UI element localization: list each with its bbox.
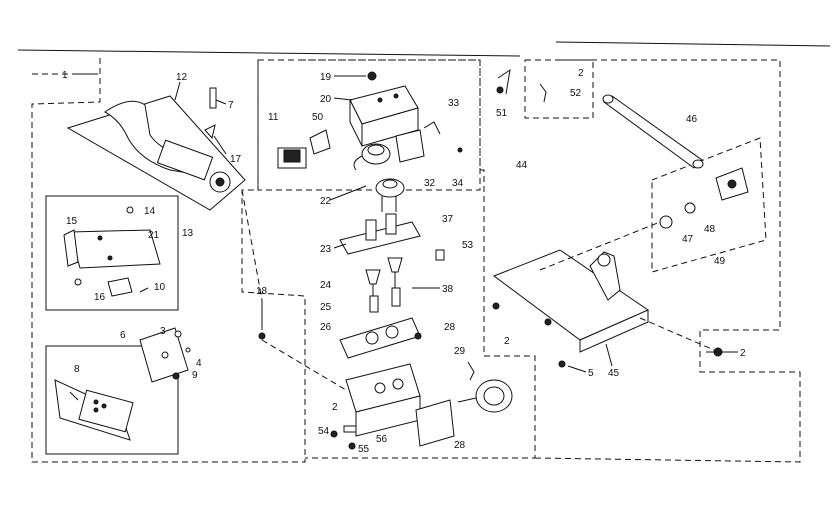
leader-17-18 bbox=[241, 189, 263, 301]
callout-labels: 1 12 7 17 13 14 15 21 16 10 18 6 3 4 9 8… bbox=[62, 68, 746, 455]
group-box-49 bbox=[651, 137, 767, 273]
callout-2-right: 2 bbox=[740, 348, 746, 359]
leader-bracket-screw bbox=[639, 317, 715, 351]
part-2-screw-mid bbox=[492, 302, 500, 310]
callout-34: 34 bbox=[452, 178, 464, 189]
part-46-tube bbox=[602, 94, 704, 169]
part-7-bracket bbox=[209, 87, 227, 109]
callout-4: 4 bbox=[196, 358, 202, 369]
part-32-coil bbox=[353, 143, 391, 171]
callout-46: 46 bbox=[686, 114, 698, 125]
callout-16: 16 bbox=[94, 292, 106, 303]
callout-51: 51 bbox=[496, 108, 508, 119]
callout-23: 23 bbox=[320, 244, 332, 255]
part-19-nut bbox=[367, 71, 377, 81]
callout-49: 49 bbox=[714, 256, 726, 267]
part-34-bracket bbox=[395, 121, 463, 163]
group-box-13 bbox=[45, 195, 179, 311]
part-20-housing bbox=[349, 85, 419, 147]
part-22-coil-lower bbox=[375, 178, 405, 212]
callout-18: 18 bbox=[256, 286, 268, 297]
callout-21: 21 bbox=[148, 230, 160, 241]
part-24-springs bbox=[365, 257, 403, 300]
part-18-screw bbox=[258, 300, 266, 340]
part-12-burner-assembly bbox=[66, 81, 246, 211]
callout-5: 5 bbox=[588, 368, 594, 379]
part-53-screw bbox=[435, 249, 445, 261]
part-52-screw bbox=[539, 83, 547, 103]
top-rule-left bbox=[17, 49, 521, 57]
callout-12: 12 bbox=[176, 72, 188, 83]
callout-19: 19 bbox=[320, 72, 332, 83]
callout-1: 1 bbox=[62, 70, 68, 81]
callout-50: 50 bbox=[312, 112, 324, 123]
callout-8: 8 bbox=[74, 364, 80, 375]
part-51-wire-clip bbox=[496, 68, 511, 95]
callout-14: 14 bbox=[144, 206, 156, 217]
part-54-55-56-screws bbox=[330, 425, 357, 450]
callout-22: 22 bbox=[320, 196, 332, 207]
callout-56: 56 bbox=[376, 434, 388, 445]
part-5-screw bbox=[558, 360, 566, 368]
part-23-valve-plate bbox=[339, 213, 421, 255]
callout-47: 47 bbox=[682, 234, 694, 245]
callout-29: 29 bbox=[454, 346, 466, 357]
callout-2-box: 2 bbox=[578, 68, 584, 79]
part-28-screw-a bbox=[414, 332, 422, 340]
part-48-fitting bbox=[715, 167, 749, 201]
part-28-bracket-b bbox=[415, 399, 455, 447]
part-27-valve-body bbox=[345, 363, 421, 437]
group-box-8 bbox=[45, 345, 179, 455]
callout-24: 24 bbox=[320, 280, 332, 291]
callout-10: 10 bbox=[154, 282, 166, 293]
part-38-plunger bbox=[369, 287, 401, 313]
callout-38: 38 bbox=[442, 284, 454, 295]
callout-48: 48 bbox=[704, 224, 716, 235]
callout-52: 52 bbox=[570, 88, 582, 99]
callout-28-upper: 28 bbox=[444, 322, 456, 333]
assembly-boundary bbox=[31, 58, 801, 463]
callout-3: 3 bbox=[160, 326, 166, 337]
part-13-valve-bracket bbox=[63, 206, 161, 297]
callout-2-center: 2 bbox=[332, 402, 338, 413]
callout-33: 33 bbox=[448, 98, 460, 109]
callout-25: 25 bbox=[320, 302, 332, 313]
callout-37: 37 bbox=[442, 214, 454, 225]
part-29-spring-clip bbox=[467, 361, 475, 381]
part-17-clip bbox=[204, 124, 227, 155]
part-thermocouple-coil bbox=[457, 379, 513, 413]
callout-54: 54 bbox=[318, 426, 330, 437]
callout-6: 6 bbox=[120, 330, 126, 341]
leader-tube-fitting bbox=[539, 221, 661, 271]
part-11-coil-connector bbox=[277, 147, 307, 169]
part-6-bracket-assembly bbox=[139, 327, 191, 383]
callout-53: 53 bbox=[462, 240, 474, 251]
leader-18-body bbox=[261, 339, 347, 391]
callout-28-lower: 28 bbox=[454, 440, 466, 451]
callout-7: 7 bbox=[228, 100, 234, 111]
part-8-control-module bbox=[54, 379, 134, 441]
callout-15: 15 bbox=[66, 216, 78, 227]
group-box-52 bbox=[524, 59, 594, 119]
callout-11: 11 bbox=[268, 112, 279, 123]
part-45-bracket bbox=[492, 249, 650, 353]
callout-2-mid: 2 bbox=[504, 336, 510, 347]
callout-13: 13 bbox=[182, 228, 194, 239]
callout-32: 32 bbox=[424, 178, 436, 189]
callout-leaders bbox=[72, 73, 738, 373]
top-rule-right bbox=[555, 41, 831, 47]
part-50-spring-clip bbox=[309, 129, 331, 155]
callout-44: 44 bbox=[516, 160, 528, 171]
callout-20: 20 bbox=[320, 94, 332, 105]
callout-55: 55 bbox=[358, 444, 370, 455]
callout-26: 26 bbox=[320, 322, 332, 333]
housing-group-box bbox=[257, 59, 481, 191]
part-26-gasket bbox=[339, 317, 421, 359]
callout-9: 9 bbox=[192, 370, 198, 381]
callout-45: 45 bbox=[608, 368, 620, 379]
callout-17: 17 bbox=[230, 154, 242, 165]
part-47-nut bbox=[659, 202, 696, 229]
